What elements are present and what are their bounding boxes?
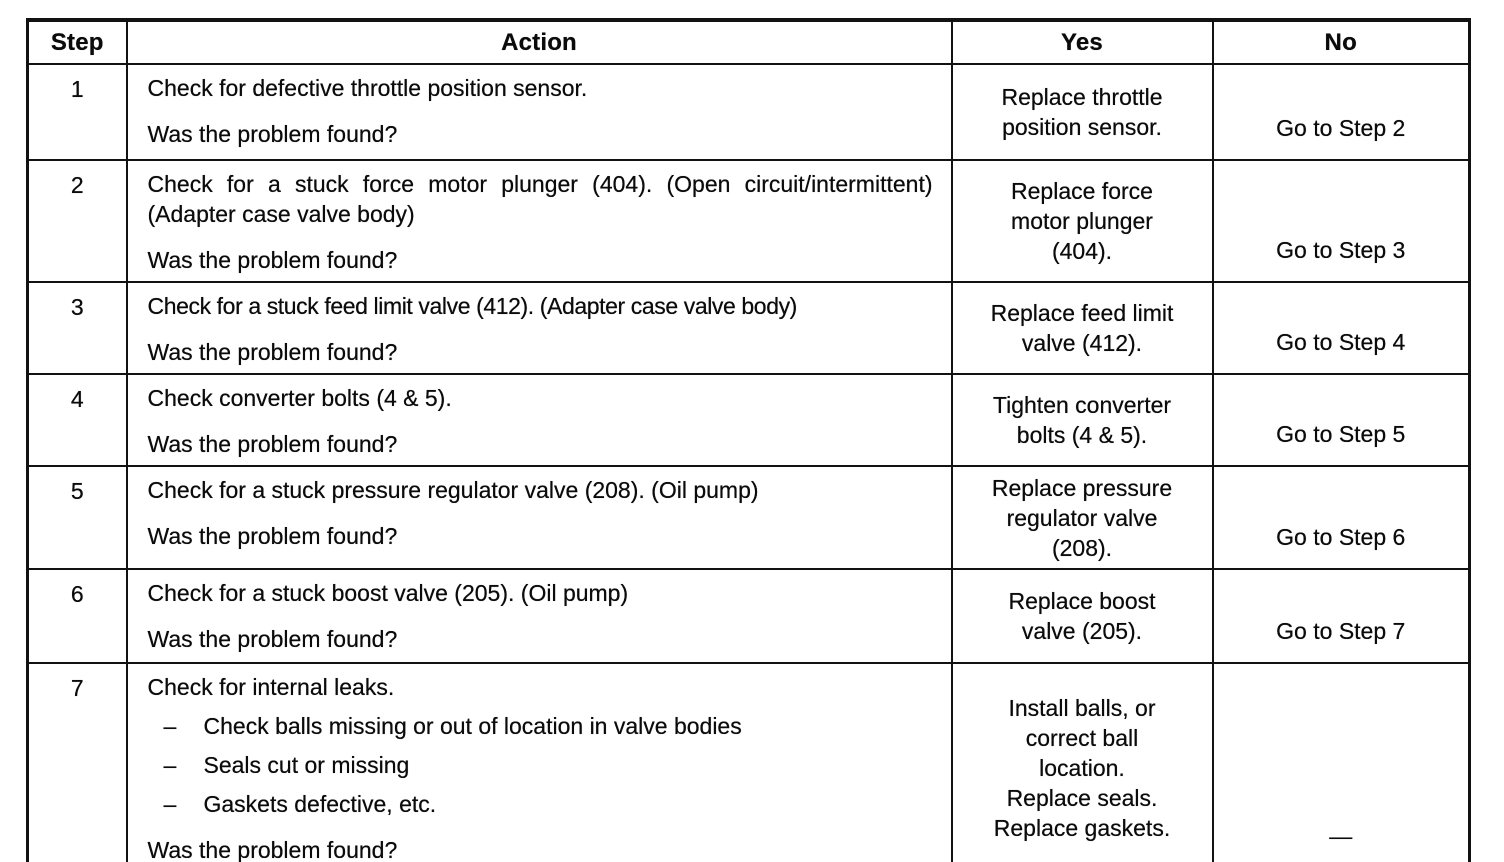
no-cell: Go to Step 5 (1211, 373, 1471, 467)
yes-text: Replace force motor plunger (404). (1011, 178, 1153, 264)
diagnostic-table: Step Action Yes No 1 Check for defective… (26, 18, 1471, 862)
action-text: Check for defective throttle position se… (147, 75, 588, 101)
table-row: 2 Check for a stuck force motor plunger … (26, 159, 1471, 283)
action-cell: Check for a stuck feed limit valve (412)… (125, 281, 953, 375)
yes-text: Replace throttle position sensor. (1001, 84, 1163, 140)
yes-text: Replace pressure regulator valve (208). (991, 474, 1173, 561)
bullet-text: Check balls missing or out of location i… (203, 713, 742, 739)
table-row: 4 Check converter bolts (4 & 5). Was the… (26, 373, 1471, 467)
action-cell: Check for defective throttle position se… (125, 63, 953, 161)
question-text: Was the problem found? (147, 431, 398, 457)
action-cell: Check converter bolts (4 & 5). Was the p… (125, 373, 953, 467)
action-cell: Check for a stuck pressure regulator val… (125, 465, 953, 570)
table-row: 6 Check for a stuck boost valve (205). (… (26, 568, 1471, 664)
no-text: Go to Step 7 (1276, 618, 1406, 644)
yes-cell: Install balls, or correct ball location.… (950, 662, 1214, 862)
yes-text: Replace feed limit valve (412). (990, 300, 1174, 356)
question-text: Was the problem found? (147, 247, 398, 273)
question-text: Was the problem found? (147, 837, 398, 862)
column-header-action: Action (125, 19, 953, 65)
bullet-dash: – (163, 713, 177, 739)
no-cell: Go to Step 3 (1211, 159, 1471, 283)
question-text: Was the problem found? (147, 626, 398, 652)
step-number: 4 (26, 373, 128, 467)
step-number: 3 (26, 281, 128, 375)
bullet-text: Gaskets defective, etc. (203, 791, 437, 817)
bullet-item: – Check balls missing or out of location… (148, 711, 933, 741)
no-cell: — (1211, 662, 1471, 862)
step-number: 1 (26, 63, 128, 161)
yes-cell: Tighten converter bolts (4 & 5). (950, 373, 1214, 467)
yes-text: Replace boost valve (205). (1008, 588, 1156, 644)
step-number: 2 (26, 159, 128, 283)
action-text: Check converter bolts (4 & 5). (147, 385, 452, 411)
no-cell: Go to Step 2 (1211, 63, 1471, 161)
yes-cell: Replace feed limit valve (412). (950, 281, 1214, 375)
table-row: 7 Check for internal leaks. – Check ball… (26, 662, 1471, 862)
bullet-dash: – (163, 752, 177, 778)
no-cell: Go to Step 4 (1211, 281, 1471, 375)
action-text: Check for a stuck force motor plunger (4… (147, 171, 933, 227)
yes-text: Tighten converter bolts (4 & 5). (992, 392, 1172, 448)
no-cell: Go to Step 7 (1211, 568, 1471, 664)
no-text: Go to Step 3 (1276, 237, 1406, 263)
no-text: Go to Step 6 (1276, 524, 1406, 550)
action-cell: Check for internal leaks. – Check balls … (125, 662, 953, 862)
column-header-no: No (1211, 19, 1471, 65)
action-text: Check for a stuck pressure regulator val… (147, 477, 759, 503)
header-row: Step Action Yes No (26, 19, 1471, 65)
no-text: Go to Step 4 (1276, 329, 1406, 355)
bullet-item: – Seals cut or missing (148, 750, 933, 780)
step-number: 7 (26, 662, 128, 862)
bullet-item: – Gaskets defective, etc. (148, 789, 933, 819)
question-text: Was the problem found? (147, 121, 398, 147)
table-row: 1 Check for defective throttle position … (26, 63, 1471, 161)
no-text: Go to Step 5 (1276, 421, 1406, 447)
step-number: 6 (26, 568, 128, 664)
no-text: — (1329, 823, 1353, 849)
no-cell: Go to Step 6 (1211, 465, 1471, 570)
table-row: 5 Check for a stuck pressure regulator v… (26, 465, 1471, 570)
action-text: Check for internal leaks. (147, 674, 395, 700)
bullet-dash: – (163, 791, 177, 817)
column-header-yes: Yes (950, 19, 1214, 65)
yes-cell: Replace throttle position sensor. (950, 63, 1214, 161)
question-text: Was the problem found? (147, 523, 398, 549)
yes-cell: Replace boost valve (205). (950, 568, 1214, 664)
action-text: Check for a stuck boost valve (205). (Oi… (147, 580, 629, 606)
yes-cell: Replace force motor plunger (404). (950, 159, 1214, 283)
action-cell: Check for a stuck force motor plunger (4… (125, 159, 953, 283)
question-text: Was the problem found? (147, 339, 398, 365)
yes-cell: Replace pressure regulator valve (208). (950, 465, 1214, 570)
step-number: 5 (26, 465, 128, 570)
table-row: 3 Check for a stuck feed limit valve (41… (26, 281, 1471, 375)
action-text: Check for a stuck feed limit valve (412)… (147, 293, 798, 319)
bullet-text: Seals cut or missing (203, 752, 410, 778)
no-text: Go to Step 2 (1276, 115, 1406, 141)
yes-text: Install balls, or correct ball location.… (993, 694, 1171, 841)
action-cell: Check for a stuck boost valve (205). (Oi… (125, 568, 953, 664)
column-header-step: Step (26, 19, 128, 65)
